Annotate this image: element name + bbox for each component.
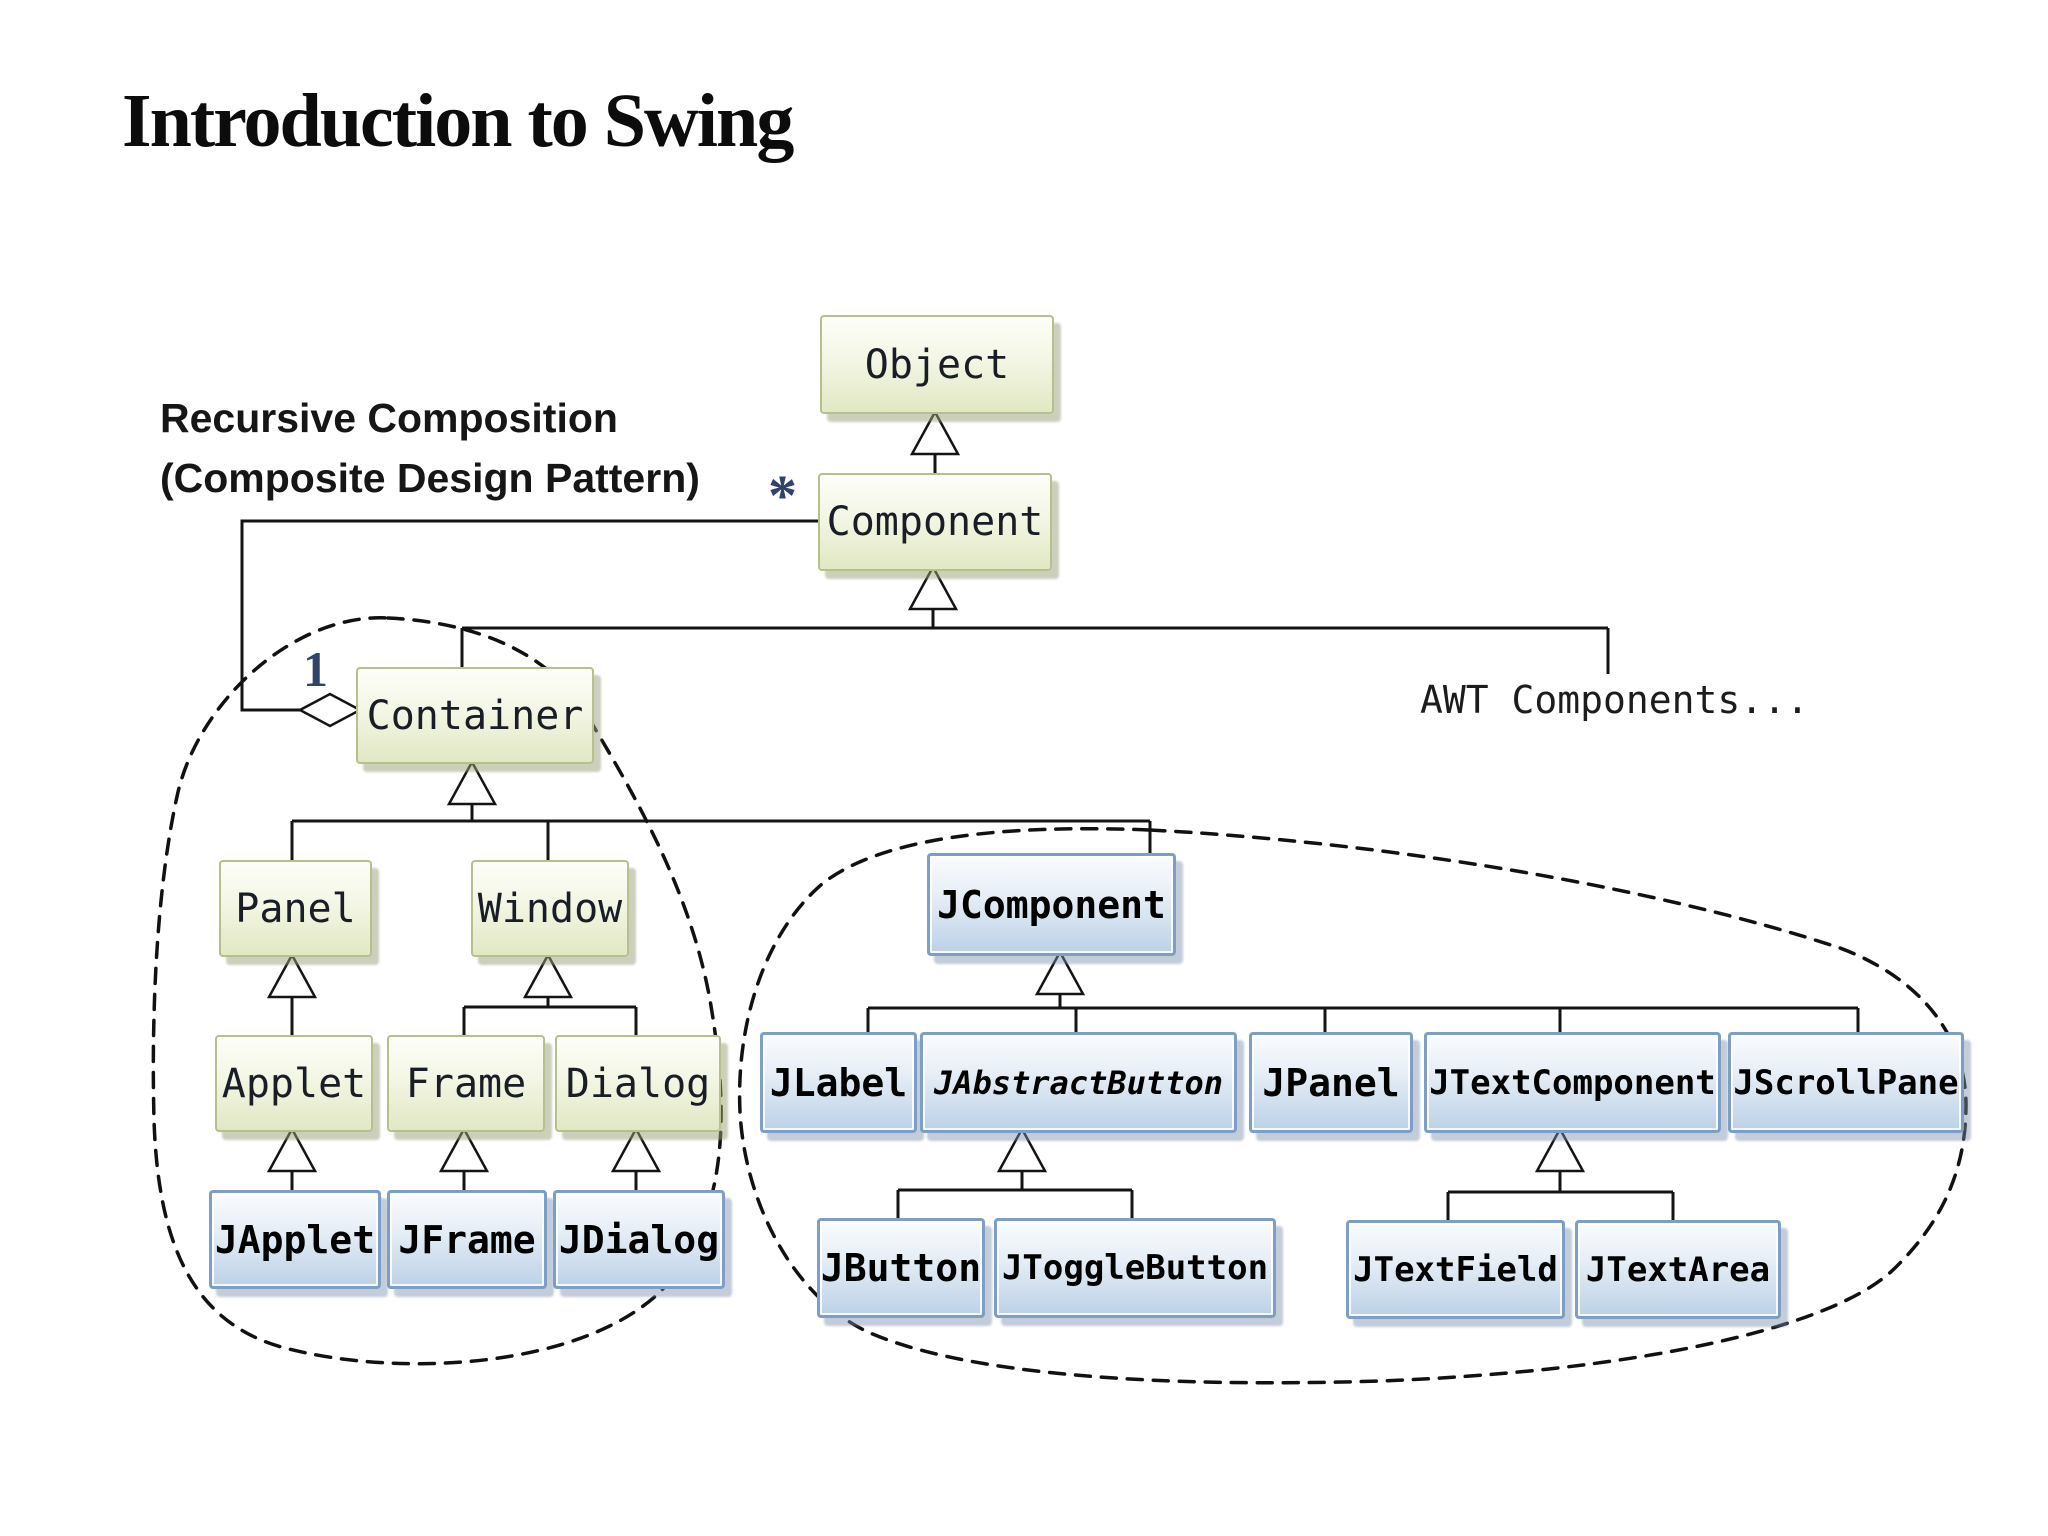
- awt-components-label: AWT Components...: [1420, 678, 1809, 722]
- class-box-jscrollpane: JScrollPane: [1728, 1032, 1964, 1133]
- inheritance-arrow-jabstractbutton: [996, 1126, 1048, 1173]
- recursive-composition-note: Recursive Composition (Composite Design …: [160, 388, 700, 508]
- class-box-window: Window: [471, 860, 629, 957]
- class-box-jtextfield: JTextField: [1346, 1220, 1565, 1319]
- class-box-jlabel: JLabel: [760, 1032, 917, 1133]
- note-line-1: Recursive Composition: [160, 395, 618, 441]
- inheritance-arrow-component: [907, 564, 959, 611]
- class-box-frame: Frame: [387, 1035, 545, 1132]
- class-box-applet: Applet: [215, 1035, 373, 1132]
- aggregation-diamond: [297, 692, 363, 728]
- class-box-jtextcomponent: JTextComponent: [1424, 1032, 1721, 1133]
- note-line-2: (Composite Design Pattern): [160, 455, 700, 501]
- multiplicity-many-label: *: [768, 463, 797, 528]
- inheritance-arrow-panel: [266, 952, 318, 999]
- swing-group-outline: [737, 826, 1968, 1385]
- class-box-jbutton: JButton: [817, 1218, 985, 1318]
- inheritance-arrow-jtextcomponent: [1534, 1126, 1586, 1173]
- class-box-component: Component: [818, 473, 1052, 571]
- class-box-jabstractbutton: JAbstractButton: [920, 1032, 1237, 1133]
- class-box-container: Container: [356, 667, 594, 764]
- container-group-outline: [151, 616, 723, 1366]
- class-box-jframe: JFrame: [387, 1190, 547, 1289]
- class-box-jtogglebutton: JToggleButton: [994, 1218, 1276, 1318]
- inheritance-arrow-applet: [266, 1126, 318, 1173]
- edge-composition-link: [240, 519, 818, 712]
- class-box-jpanel: JPanel: [1249, 1032, 1413, 1133]
- class-box-japplet: JApplet: [209, 1190, 381, 1289]
- inheritance-arrow-window: [522, 952, 574, 999]
- inheritance-arrow-container: [446, 759, 498, 806]
- class-box-jdialog: JDialog: [553, 1190, 725, 1289]
- inheritance-arrow-jcomponent: [1034, 949, 1086, 996]
- class-box-dialog: Dialog: [555, 1035, 721, 1132]
- inheritance-arrow-frame: [438, 1126, 490, 1173]
- class-box-panel: Panel: [219, 860, 372, 957]
- class-box-object: Object: [820, 315, 1054, 414]
- page-title: Introduction to Swing: [122, 79, 794, 163]
- class-box-jtextarea: JTextArea: [1575, 1220, 1781, 1319]
- class-box-jcomponent: JComponent: [927, 853, 1176, 956]
- inheritance-arrow-object: [909, 409, 961, 456]
- multiplicity-one-label: 1: [303, 641, 328, 697]
- inheritance-arrow-dialog: [610, 1126, 662, 1173]
